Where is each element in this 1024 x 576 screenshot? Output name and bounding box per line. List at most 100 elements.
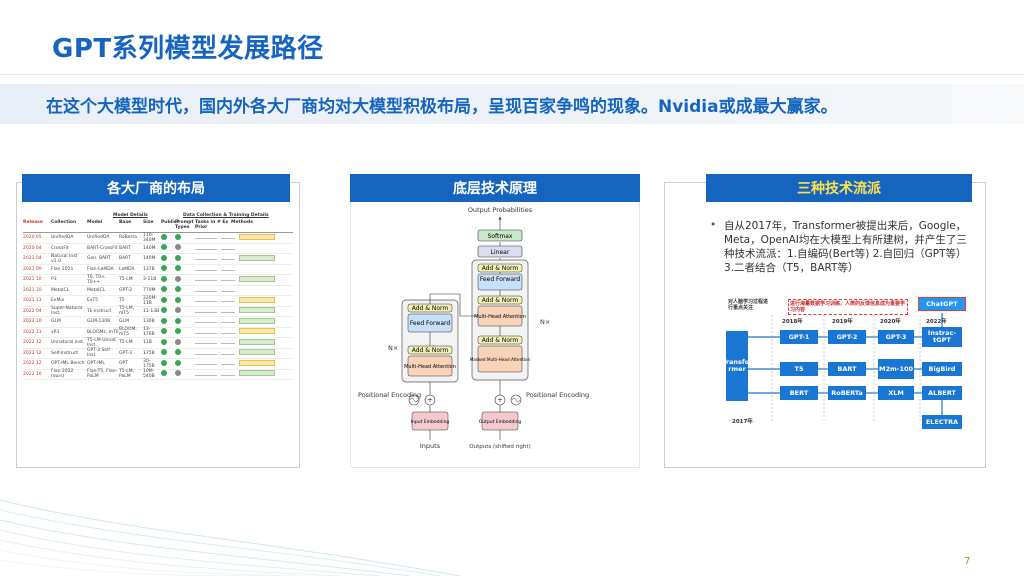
table-cell-mark [221, 289, 235, 292]
table-cell: CrossFit [51, 245, 69, 251]
table-column-header: # Ex [217, 220, 229, 225]
table-cell: 2020 05 [23, 235, 42, 241]
table-cell: 2021 10 [23, 277, 42, 283]
public-status-icon [161, 370, 175, 378]
table-cell: xP3 [51, 329, 60, 335]
year-2017: 2017年 [732, 419, 753, 425]
table-cell: 2020 04 [23, 245, 42, 251]
model-family-tree: 对人脑学习过程进行重点关注 进行海量数据学习训练，人类的反馈信息成为重要学习内容… [722, 293, 968, 433]
table-cell-mark [221, 320, 235, 324]
table-column-header: Collection [51, 220, 77, 225]
svg-text:+: + [427, 397, 432, 404]
table-cell: Flan-T5, Flan-PaLM [87, 369, 118, 380]
public-status-icon [161, 265, 175, 273]
node-gpt-2: GPT-2 [828, 330, 866, 344]
decoder-add-norm-2: Add & Norm [482, 297, 519, 304]
panel-header-vendors: 各大厂商的布局 [22, 174, 290, 202]
prompt-type-icon [175, 338, 195, 347]
table-cell: 110-340M [143, 232, 156, 243]
table-cell: MetaICL [51, 287, 70, 293]
node-roberta: RoBERTa [828, 386, 866, 400]
node-chatgpt: ChatGPT [918, 297, 966, 311]
table-cell: 10M-540B [143, 369, 155, 380]
table-cell: Unnatural Inst. [51, 340, 85, 346]
method-tag [239, 359, 279, 368]
group-header-data: Data Collection & Training Details [183, 213, 269, 218]
table-column-header: Model [87, 220, 103, 225]
table-cell: OPT-IML [87, 361, 105, 367]
table-cell: 137B [143, 266, 155, 272]
table-cell: 175B [143, 350, 155, 356]
table-cell-mark [195, 289, 217, 292]
prompt-type-icon [175, 244, 195, 252]
method-tag [239, 275, 279, 284]
table-cell-mark [221, 257, 235, 261]
year-2018: 2018年 [782, 319, 803, 325]
node-electra: ELECTRA [922, 415, 962, 429]
table-cell: BLOOM, mT5 [119, 327, 137, 338]
year-2020: 2020年 [880, 319, 901, 325]
table-cell-mark [195, 268, 217, 271]
subtitle-band [0, 84, 1024, 124]
output-probabilities-label: Output Probabilities [468, 206, 533, 214]
encoder-add-norm-2: Add & Norm [412, 305, 449, 312]
node-gpt-1: GPT-1 [780, 330, 818, 344]
node-bert: BERT [780, 386, 818, 400]
svg-text:+: + [497, 397, 502, 404]
encoder-multi-head-attention: Multi-Head Attention [404, 364, 456, 370]
method-tag [239, 254, 279, 263]
node-instructgpt: Instrac-tGPT [922, 327, 962, 347]
node-albert: ALBERT [922, 386, 962, 400]
table-cell: BART [119, 256, 131, 262]
softmax-label: Softmax [488, 233, 513, 240]
table-cell: T5-LM, mT5 [119, 306, 135, 317]
table-cell: 2021 11 [23, 298, 42, 304]
public-status-icon [161, 296, 175, 305]
table-cell-mark [221, 373, 235, 376]
public-status-icon [161, 286, 175, 294]
node-xlm: XLM [878, 386, 914, 400]
table-cell: 2022 11 [23, 329, 42, 335]
table-cell-mark [195, 310, 217, 313]
prompt-type-icon [175, 307, 195, 315]
table-cell: Flan 2022 (ours) [51, 369, 74, 380]
table-cell-mark [221, 341, 235, 345]
prompt-type-icon [175, 359, 195, 368]
table-cell: Natural Inst v1.0 [51, 253, 78, 264]
output-embedding-label: Output Embedding [479, 419, 522, 425]
table-cell: GLM-130B [87, 319, 111, 325]
table-cell: UnifiedQA [51, 235, 74, 241]
table-cell: T0, T0+, T0++ [87, 274, 107, 285]
tree-connectors [748, 313, 943, 423]
table-cell: 770M [143, 287, 156, 293]
decoder-multi-head-attention: Multi-Head Attention [474, 314, 526, 320]
decoder-add-norm-1: Add & Norm [482, 337, 519, 344]
bullet-marker: • [710, 219, 717, 231]
encoder-feed-forward: Feed Forward [410, 320, 451, 327]
table-cell: 2022 12 [23, 340, 42, 346]
table-cell: 2022 04 [23, 308, 42, 314]
table-cell: RoBerta [119, 235, 137, 241]
table-cell-mark [195, 362, 217, 366]
method-tag [239, 233, 279, 242]
table-cell-mark [221, 299, 235, 303]
table-cell: 3-11B [143, 277, 157, 283]
prompt-type-icon [175, 265, 195, 273]
table-cell: ExMix [51, 298, 65, 304]
table-cell: ExT5 [87, 298, 99, 304]
public-status-icon [161, 328, 175, 336]
table-cell: OPT-IML Bench [51, 361, 85, 367]
public-status-icon [161, 254, 175, 263]
table-cell: 2021 04 [23, 256, 42, 262]
table-cell: Super-Natural Inst. [51, 306, 83, 317]
prompt-type-icon [175, 349, 195, 357]
table-cell: 2022 10 [23, 319, 42, 325]
table-cell-mark [221, 362, 235, 366]
table-cell: GPT-3 [119, 350, 133, 356]
table-cell-mark [221, 268, 235, 271]
table-cell-mark [221, 352, 235, 355]
table-cell: 130B [143, 319, 155, 325]
